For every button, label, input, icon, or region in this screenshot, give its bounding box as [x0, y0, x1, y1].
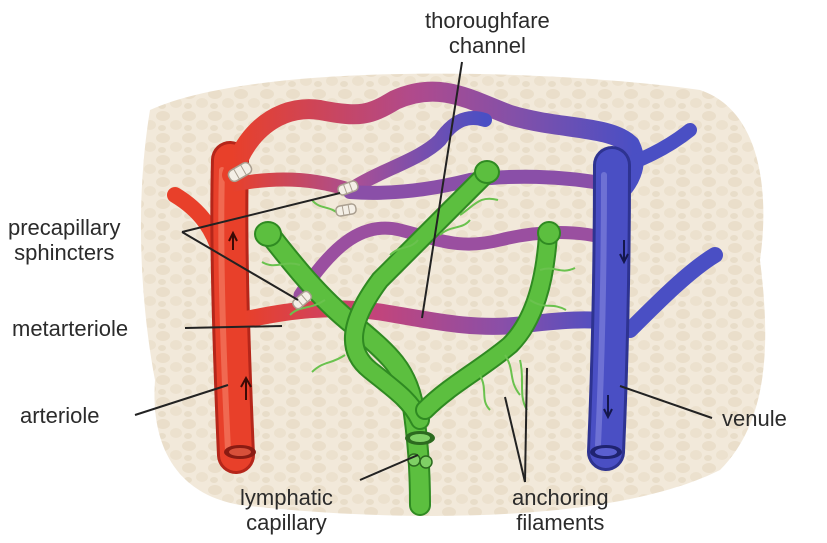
arteriole-label: arteriole — [20, 403, 99, 428]
lymphatic-capillary-label: lymphatic capillary — [240, 485, 333, 535]
metarteriole-label: metarteriole — [12, 316, 128, 341]
lymphatic-label-line2: capillary — [240, 510, 333, 535]
precapillary-label-line1: precapillary — [8, 215, 121, 240]
anchoring-label-line1: anchoring — [512, 485, 609, 510]
thoroughfare-label-line1: thoroughfare — [425, 8, 550, 33]
precapillary-sphincters-label: precapillary sphincters — [8, 215, 121, 265]
precapillary-label-line2: sphincters — [8, 240, 121, 265]
thoroughfare-channel-label: thoroughfare channel — [425, 8, 550, 58]
anchoring-filaments-label: anchoring filaments — [512, 485, 609, 535]
lymphatic-label-line1: lymphatic — [240, 485, 333, 510]
anchoring-label-line2: filaments — [512, 510, 609, 535]
thoroughfare-label-line2: channel — [425, 33, 550, 58]
venule-label: venule — [722, 406, 787, 431]
